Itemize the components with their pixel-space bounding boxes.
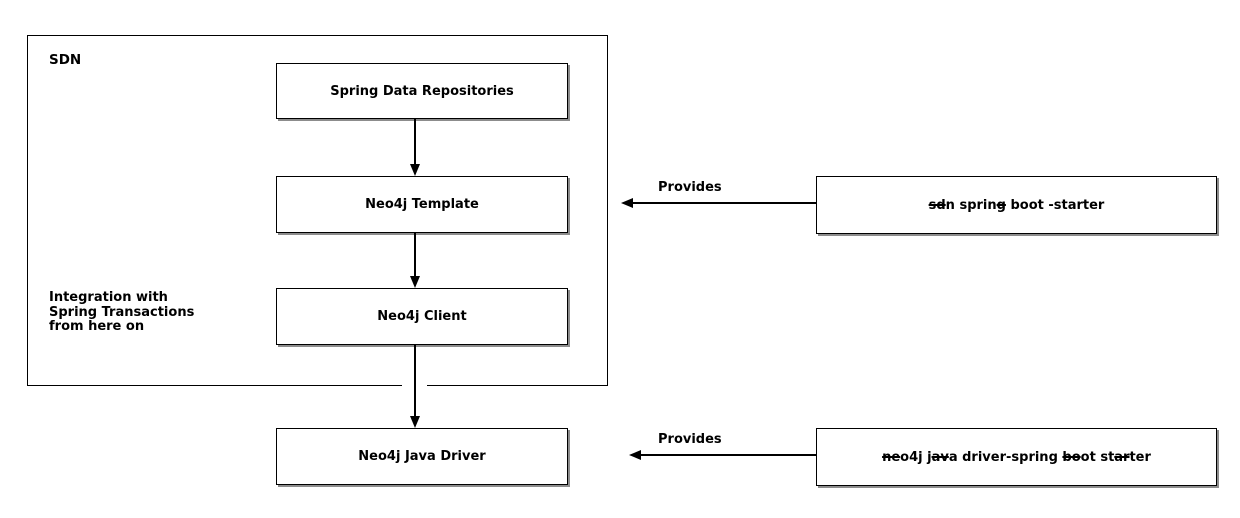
sdn-group-title: SDN [49,52,82,68]
node-neo4j-client: Neo4j Client [276,288,568,345]
arrow-line [632,202,816,204]
arrowhead-left-icon [621,197,633,208]
node-neo4j-java-driver: Neo4j Java Driver [276,428,568,485]
node-neo4j-java-driver-spring-boot-starter: neo4j java driver-spring boot starter [816,428,1217,486]
node-label: Neo4j Template [365,197,479,212]
node-label: Spring Data Repositories [330,83,514,99]
annotation-line-1: Integration with [49,290,168,305]
node-neo4j-template: Neo4j Template [276,176,568,233]
arrow-line [414,343,416,416]
node-label: Neo4j Java Driver [358,449,486,464]
annotation-line-3: from here on [49,319,145,334]
provides-label-bottom: Provides [658,432,722,447]
node-label-segments: neo4j java driver-spring boot starter [882,449,1151,465]
node-label: Neo4j Client [377,309,467,324]
arrowhead-down-icon [409,164,420,176]
arrow-line [414,231,416,276]
sdn-group-box [27,35,608,386]
node-spring-data-repositories: Spring Data Repositories [276,63,568,119]
arrow-line [640,454,816,456]
annotation-line-2: Spring Transactions [49,304,195,320]
node-sdn-spring-boot-starter: sdn spring boot -starter [816,176,1217,234]
sdn-annotation: Integration with Spring Transactions fro… [49,290,195,335]
arrow-line [414,117,416,165]
arrowhead-left-icon [629,449,641,460]
arrowhead-down-icon [409,416,420,428]
arrowhead-down-icon [409,276,420,288]
node-label-segments: sdn spring boot -starter [928,197,1105,213]
provides-label-top: Provides [658,180,722,195]
